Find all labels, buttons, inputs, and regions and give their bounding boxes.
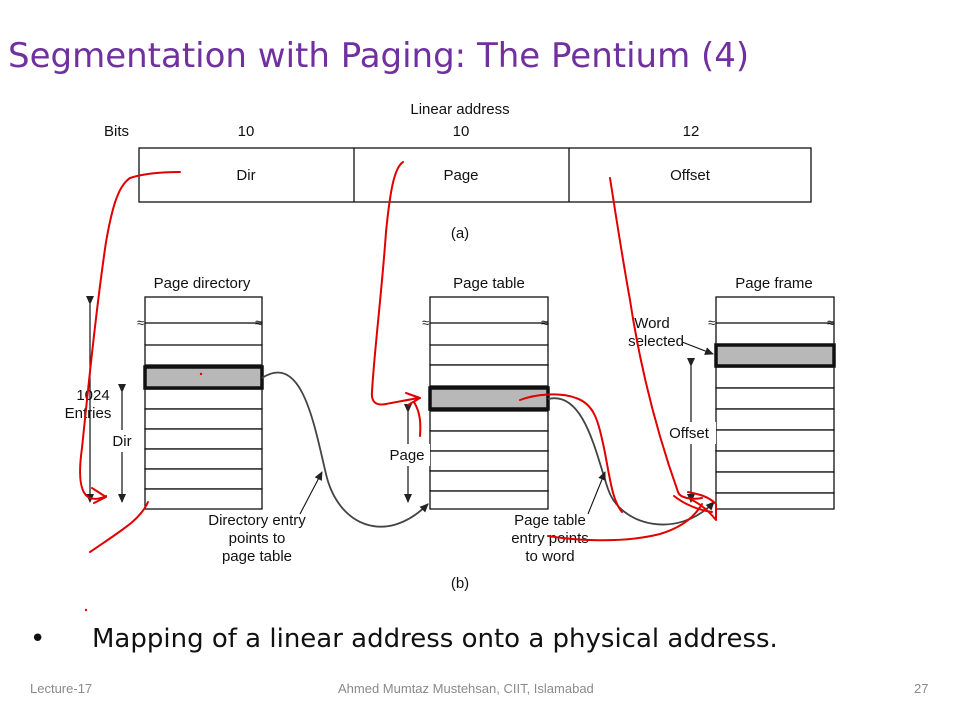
paging-diagram: Linear address Bits 10 10 12 Dir Page Of… xyxy=(56,94,848,596)
directory-entry-note-line3: page table xyxy=(222,548,292,565)
entries-count: 1024 xyxy=(76,387,109,404)
entries-word: Entries xyxy=(65,405,112,422)
paging-diagram-svg: Linear address Bits 10 10 12 Dir Page Of… xyxy=(65,101,836,592)
page-bits: 10 xyxy=(453,123,470,140)
page-directory-column: ≈ ≈ xyxy=(137,296,263,510)
svg-text:≈: ≈ xyxy=(541,315,548,330)
dir-dimension-label: Dir xyxy=(112,433,131,450)
page-table-note-line3: to word xyxy=(525,548,574,565)
page-directory-heading: Page directory xyxy=(154,275,251,292)
caption-b: (b) xyxy=(451,575,469,592)
directory-to-page-table-arrow xyxy=(261,371,429,528)
svg-text:≈: ≈ xyxy=(422,315,429,330)
page-table-note-line2: entry points xyxy=(511,530,589,547)
selected-word xyxy=(714,343,836,368)
dir-bits: 10 xyxy=(238,123,255,140)
page-frame-heading: Page frame xyxy=(735,275,813,292)
selected-page-table-entry xyxy=(428,386,550,411)
svg-text:≈: ≈ xyxy=(827,315,834,330)
selected-directory-entry xyxy=(143,365,264,390)
linear-address-heading: Linear address xyxy=(410,101,509,118)
svg-text:≈: ≈ xyxy=(137,315,144,330)
page-table-note-line1: Page table xyxy=(514,512,586,529)
bullet-marker: • xyxy=(30,624,46,654)
offset-field: Offset xyxy=(670,167,711,184)
offset-dimension-label: Offset xyxy=(669,425,710,442)
slide-title: Segmentation with Paging: The Pentium (4… xyxy=(8,36,750,76)
dir-field: Dir xyxy=(236,167,255,184)
bullet-text: Mapping of a linear address onto a physi… xyxy=(92,624,778,654)
word-selected-pointer xyxy=(681,341,714,355)
page-table-note-pointer xyxy=(587,471,606,515)
page-table-column: ≈ ≈ xyxy=(422,296,549,510)
directory-entry-note-line1: Directory entry xyxy=(208,512,306,529)
svg-text:≈: ≈ xyxy=(708,315,715,330)
bullet-item: • Mapping of a linear address onto a phys… xyxy=(30,624,778,654)
page-field: Page xyxy=(443,167,478,184)
page-table-to-word-arrow xyxy=(547,397,715,526)
page-frame-column: ≈ ≈ xyxy=(708,296,835,510)
word-selected-line1: Word xyxy=(634,315,670,332)
footer-author: Ahmed Mumtaz Mustehsan, CIIT, Islamabad xyxy=(338,681,594,696)
directory-entry-note-line2: points to xyxy=(229,530,286,547)
page-dimension-label: Page xyxy=(389,447,424,464)
bits-label: Bits xyxy=(104,123,129,140)
word-selected-line2: selected xyxy=(628,333,684,350)
caption-a: (a) xyxy=(451,225,469,242)
directory-entry-note-pointer xyxy=(299,471,323,515)
offset-bits: 12 xyxy=(683,123,700,140)
page-table-heading: Page table xyxy=(453,275,525,292)
svg-text:≈: ≈ xyxy=(255,315,262,330)
footer-page-number: 27 xyxy=(914,681,929,696)
footer-lecture: Lecture-17 xyxy=(30,681,93,696)
